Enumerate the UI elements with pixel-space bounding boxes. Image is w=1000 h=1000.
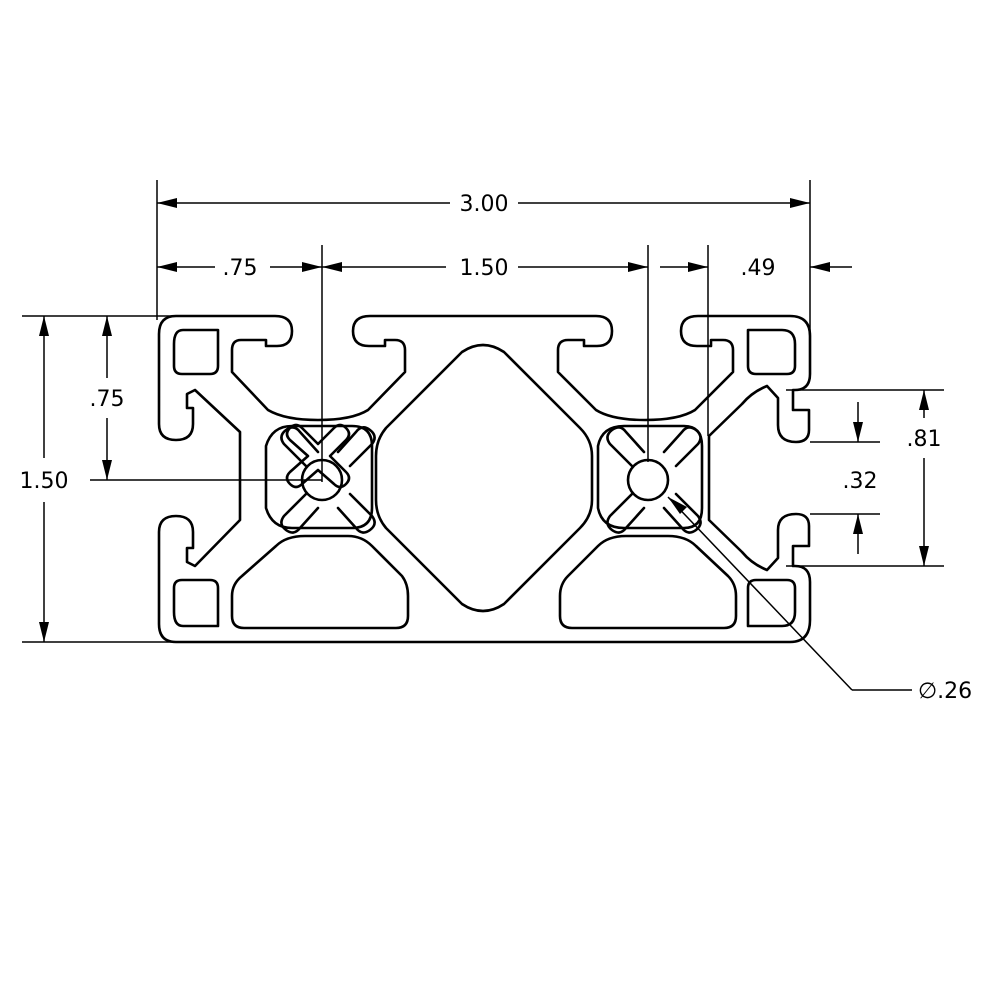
bore-right-hole	[626, 458, 670, 502]
dimension-labels: 3.00 .75 1.50 .49 1.50 .75 .81 .32 ∅.26	[20, 192, 973, 704]
pocket-top-right	[746, 328, 797, 376]
label-overall-width: 3.00	[460, 192, 509, 217]
dimension-lines	[22, 180, 944, 691]
cavity-lower-right	[558, 534, 738, 630]
pocket-bottom-left	[172, 578, 220, 628]
pocket-bottom-right	[746, 578, 797, 628]
label-overall-height: 1.50	[20, 469, 69, 494]
label-left-slot-offset: .75	[223, 256, 258, 281]
cavity-lower-left	[230, 534, 410, 630]
label-slot-spacing: 1.50	[460, 256, 509, 281]
label-slot-height-offset: .75	[90, 387, 125, 412]
bore-left-arms	[280, 426, 376, 534]
pocket-top-left	[172, 328, 220, 376]
label-right-offset: .49	[741, 256, 776, 281]
label-slot-opening-outer: .81	[907, 427, 942, 452]
bore-pocket-left	[264, 424, 374, 530]
leader-bore-diameter	[667, 496, 853, 691]
label-slot-opening-inner: .32	[843, 469, 878, 494]
profile-outline	[157, 314, 812, 644]
center-cavity	[374, 343, 594, 613]
bore-left	[285, 423, 351, 489]
bore-right-arms	[606, 426, 702, 534]
outer-boundary	[157, 314, 812, 644]
label-bore-diameter: ∅.26	[918, 679, 972, 704]
